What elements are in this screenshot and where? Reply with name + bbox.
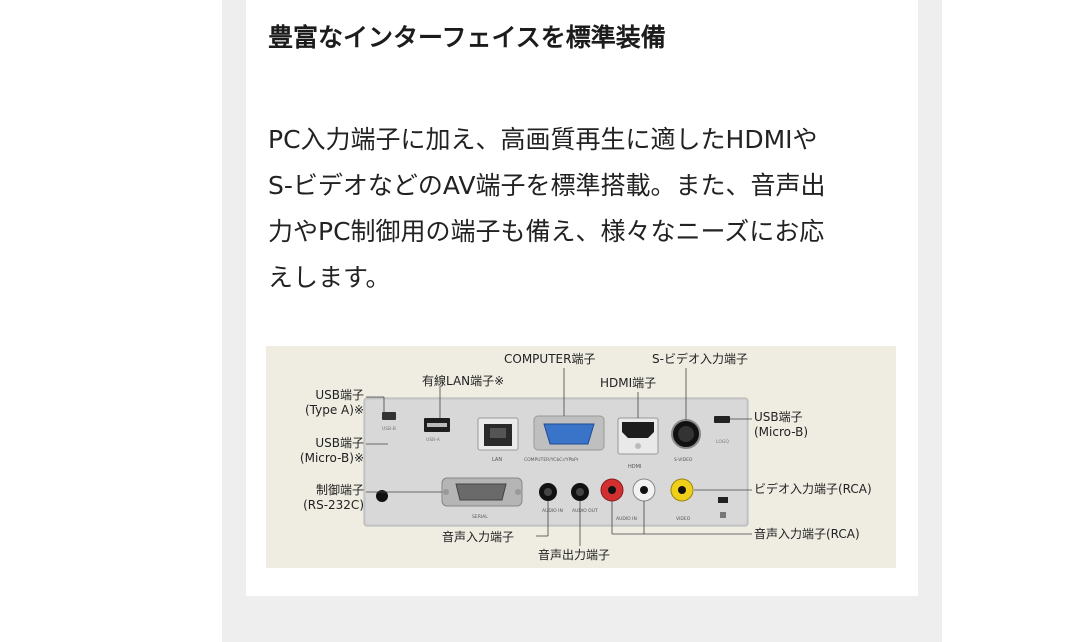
usb-micro-port-right	[714, 416, 730, 423]
label-computer: COMPUTER端子	[504, 352, 596, 366]
label-s-video: S-ビデオ入力端子	[652, 352, 748, 366]
label-usb-right: USB端子 (Micro-B)	[754, 410, 809, 439]
lock-icon	[720, 512, 726, 518]
section-heading: 豊富なインターフェイスを標準装備	[268, 23, 666, 52]
label-hdmi: HDMI端子	[600, 376, 657, 390]
label-video-rca: ビデオ入力端子(RCA)	[754, 482, 872, 496]
label-audio-out: 音声出力端子	[538, 548, 611, 562]
content-card: 豊富なインターフェイスを標準装備 PC入力端子に加え、高画質再生に適したHDMI…	[246, 0, 918, 596]
usb-micro-port-left	[382, 412, 396, 420]
security-slot	[718, 497, 728, 503]
description-paragraph: PC入力端子に加え、高画質再生に適したHDMIや S-ビデオなどのAV端子を標準…	[268, 117, 908, 301]
label-audio-rca: 音声入力端子(RCA)	[754, 527, 860, 541]
label-wired-lan: 有線LAN端子※	[422, 374, 505, 388]
description-line: S-ビデオなどのAV端子を標準搭載。また、音声出	[268, 171, 826, 200]
panel-text-video: VIDEO	[676, 516, 691, 522]
panel-text-svideo: S-VIDEO	[674, 457, 693, 463]
description-line: えします。	[268, 263, 391, 292]
panel-text-usb-b: USB-B	[382, 426, 396, 432]
interface-panel-figure: USB-B USB-A LAN COMPUTER/YCbCr/YPbPr HDM…	[266, 346, 896, 568]
left-gutter	[222, 0, 246, 642]
label-usb-micro-b: USB端子 (Micro-B)※	[299, 436, 364, 465]
panel-text-audio-out: AUDIO OUT	[572, 508, 598, 514]
panel-text-computer: COMPUTER/YCbCr/YPbPr	[524, 457, 579, 463]
panel-text-usb-a: USB-A	[426, 437, 441, 443]
panel-text-hdmi: HDMI	[628, 464, 641, 470]
panel-illustration: USB-B USB-A LAN COMPUTER/YCbCr/YPbPr HDM…	[363, 368, 752, 546]
panel-text-audio-in-rca: AUDIO IN	[616, 516, 637, 522]
bottom-band	[222, 596, 942, 642]
panel-text-serial: SERIAL	[472, 514, 488, 520]
label-audio-in: 音声入力端子	[442, 530, 515, 544]
vga-port	[543, 423, 595, 445]
right-gutter	[918, 0, 942, 642]
panel-text-lan: LAN	[492, 457, 502, 463]
description-line: 力やPC制御用の端子も備え、様々なニーズにお応	[268, 217, 825, 246]
description-line: PC入力端子に加え、高画質再生に適したHDMIや	[268, 125, 818, 154]
serial-port	[455, 483, 507, 501]
label-usb-type-a: USB端子 (Type A)※	[304, 388, 364, 417]
hdmi-port	[622, 422, 654, 438]
panel-text-audio-in: AUDIO IN	[542, 508, 563, 514]
label-control-rs232c: 制御端子 (RS-232C)	[303, 483, 364, 512]
control-hole	[376, 490, 388, 502]
panel-text-logo: LOGO	[716, 439, 729, 445]
